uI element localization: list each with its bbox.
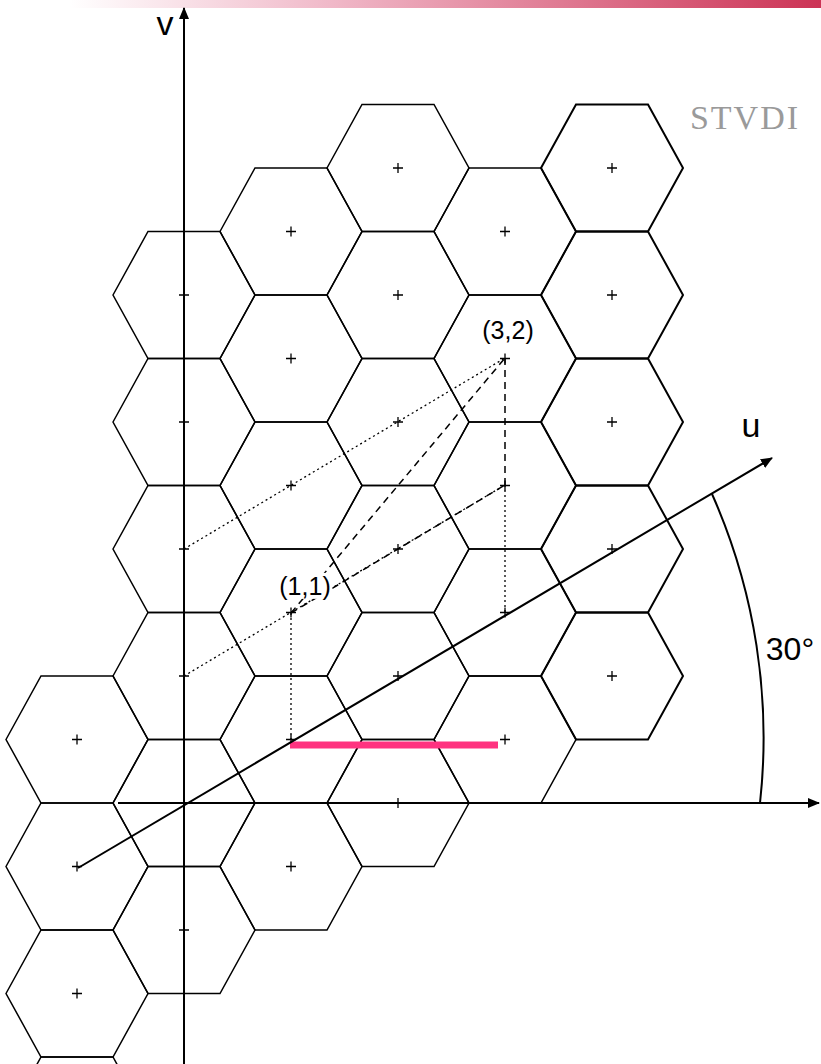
hexagon-cell (327, 359, 469, 486)
center-mark (607, 417, 617, 427)
v-axis (183, 8, 185, 1064)
center-mark (607, 671, 617, 681)
watermark: STVDI (690, 100, 800, 136)
axes (78, 8, 819, 1064)
x-axis (118, 802, 819, 804)
dashed-line (504, 358, 506, 485)
center-mark (286, 481, 296, 491)
cell-centers (72, 163, 617, 1064)
center-mark (607, 163, 617, 173)
coordinate-label: (3,2) (482, 317, 533, 343)
center-mark (393, 417, 403, 427)
u-axis (78, 458, 772, 868)
hexagon-cell (541, 232, 683, 359)
hexagon-cell (541, 486, 683, 613)
construction-lines (184, 358, 505, 745)
hexagon-cell (434, 549, 576, 676)
hexagon-cell (541, 359, 683, 486)
hexagon-cell (6, 930, 148, 1057)
hexagon-cell (541, 105, 683, 232)
dotted-line (290, 613, 291, 745)
center-mark (286, 862, 296, 872)
axis-label: v (157, 6, 174, 42)
hexagon-cell (327, 232, 469, 359)
center-mark (500, 227, 510, 237)
hexagon-cell (327, 105, 469, 232)
hexagon-cell (434, 676, 576, 803)
hexagon-cell (327, 613, 469, 740)
hexagon-cell (220, 803, 362, 930)
center-mark (286, 227, 296, 237)
center-mark (500, 735, 510, 745)
hexagon-cells (6, 105, 683, 1064)
dotted-line (184, 358, 505, 549)
angle-label: 30° (766, 633, 814, 667)
center-mark (72, 989, 82, 999)
center-mark (393, 290, 403, 300)
highlight-segment (290, 742, 498, 749)
hexagon-cell (541, 613, 683, 740)
dotted-line (184, 485, 505, 676)
center-mark (393, 163, 403, 173)
dotted-line (504, 485, 505, 613)
center-mark (72, 735, 82, 745)
axis-label: u (742, 408, 761, 444)
coordinate-label: (1,1) (277, 573, 332, 599)
hexagon-cell (6, 676, 148, 803)
title-bar (70, 0, 821, 8)
hexagon-cell (6, 803, 148, 930)
center-mark (286, 354, 296, 364)
hexagon-cell (220, 422, 362, 549)
hexagon-cell (220, 295, 362, 422)
hexagon-cell (220, 168, 362, 295)
hexagon-cell (434, 168, 576, 295)
angle-arc (712, 494, 764, 803)
center-mark (607, 290, 617, 300)
hexagon-cell (6, 1057, 148, 1064)
